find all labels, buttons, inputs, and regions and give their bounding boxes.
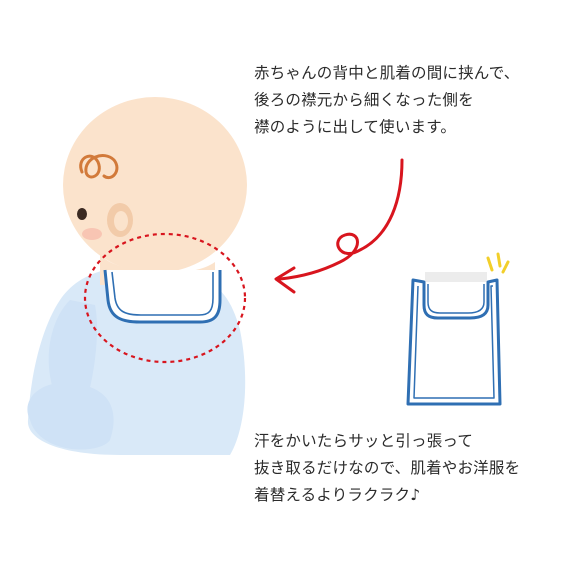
baby-illustration-icon bbox=[27, 97, 247, 455]
baby-eye bbox=[77, 208, 87, 220]
dashed-circle-icon bbox=[83, 232, 247, 364]
sweat-pad-icon bbox=[406, 272, 502, 406]
curved-arrow-icon bbox=[274, 158, 404, 294]
benefit-line: 汗をかいたらサッと引っ張って bbox=[254, 432, 474, 450]
pad-collar-on-baby bbox=[103, 269, 222, 324]
baby-leg bbox=[27, 382, 114, 450]
benefit-line: 抜き取るだけなので、肌着やお洋服を bbox=[254, 459, 521, 477]
baby-arm bbox=[48, 300, 98, 407]
sparkle-icon bbox=[486, 252, 510, 274]
baby-head bbox=[63, 97, 247, 273]
baby-cheek bbox=[82, 228, 102, 240]
baby-hair bbox=[79, 154, 119, 179]
benefit-text: 汗をかいたらサッと引っ張って 抜き取るだけなので、肌着やお洋服を 着替えるよりラ… bbox=[254, 428, 520, 509]
benefit-line: 着替えるよりラクラク♪ bbox=[254, 486, 421, 504]
usage-instruction-text: 赤ちゃんの背中と肌着の間に挟んで、 後ろの襟元から細くなった側を 襟のように出し… bbox=[254, 60, 520, 141]
instruction-line: 赤ちゃんの背中と肌着の間に挟んで、 bbox=[254, 64, 520, 82]
instruction-line: 襟のように出して使います。 bbox=[254, 118, 457, 136]
instruction-line: 後ろの襟元から細くなった側を bbox=[254, 91, 474, 109]
